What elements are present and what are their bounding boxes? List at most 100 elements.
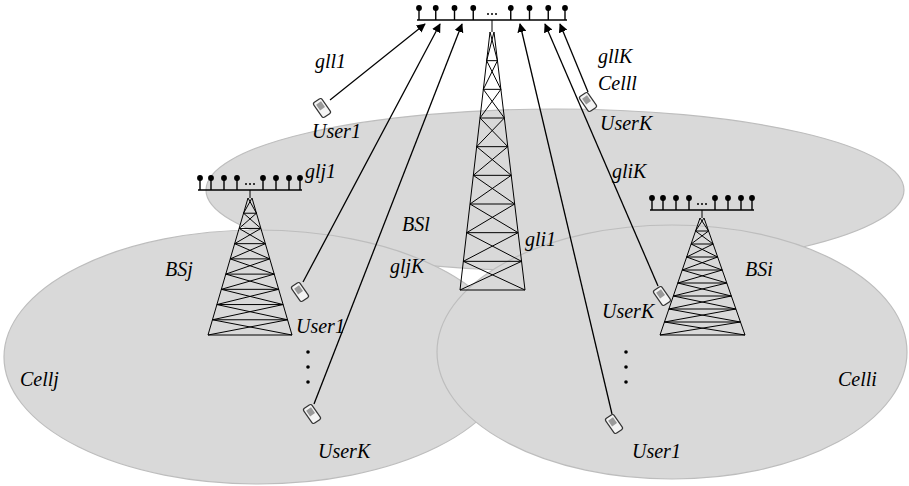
diagram-label: BSj xyxy=(165,258,193,280)
phone-body xyxy=(653,286,672,306)
tower-brace xyxy=(226,259,270,274)
antenna-array xyxy=(650,196,754,210)
user-phone xyxy=(291,282,310,302)
tower-brace xyxy=(244,213,261,228)
diagram-label: UserK xyxy=(602,300,654,322)
tower-leg xyxy=(208,198,248,335)
tower-brace xyxy=(687,257,718,258)
tower-brace xyxy=(467,233,522,262)
diagram-label: BSi xyxy=(745,258,773,280)
tower-brace xyxy=(678,283,732,296)
tower-brace xyxy=(244,213,257,214)
tower-brace xyxy=(212,320,292,335)
antenna-element xyxy=(434,6,438,10)
diagram-label: gll1 xyxy=(315,50,346,72)
antenna-element xyxy=(687,196,691,200)
tower-brace xyxy=(691,244,718,257)
cell-ellipse xyxy=(4,230,512,484)
diagram-label: gli1 xyxy=(525,228,556,250)
phone-body xyxy=(313,98,332,118)
tower-brace xyxy=(467,232,518,233)
antenna-array xyxy=(417,6,567,20)
tower-brace xyxy=(226,274,274,275)
tower-brace xyxy=(230,259,274,274)
tower-brace xyxy=(687,244,713,257)
antenna-element xyxy=(235,176,239,180)
tower-brace xyxy=(477,118,505,147)
tower-brace xyxy=(473,147,507,176)
ellipsis-dot xyxy=(624,380,628,384)
tower-brace xyxy=(235,243,266,244)
antenna-element xyxy=(509,6,513,10)
tower-brace xyxy=(239,228,261,229)
diagram-label: User1 xyxy=(632,440,681,462)
tower-leg xyxy=(660,218,700,335)
diagram-label: BSi xyxy=(745,258,773,280)
tower-brace xyxy=(660,322,740,335)
tower-brace xyxy=(487,61,501,90)
tower-brace xyxy=(480,118,508,147)
tower-leg xyxy=(494,32,525,290)
tower-brace xyxy=(483,61,497,90)
tower-brace xyxy=(212,319,287,320)
tower-brace xyxy=(470,204,515,205)
tower-brace xyxy=(221,274,274,289)
tower-brace xyxy=(221,289,283,304)
tower-brace xyxy=(696,218,704,231)
diagram-label: User1 xyxy=(312,120,361,142)
cell-ellipse xyxy=(3,229,513,485)
diagram-label: BSl xyxy=(402,213,430,235)
antenna-element xyxy=(546,6,550,10)
tower-brace xyxy=(221,289,278,290)
diagram-label: UserK xyxy=(600,112,652,134)
cell-region: Cellj xyxy=(3,229,513,485)
ellipsis-dot xyxy=(495,13,497,15)
cell-name: Celll xyxy=(598,72,637,94)
tower-brace xyxy=(682,257,717,270)
tower-leg xyxy=(460,32,490,290)
antenna-array xyxy=(198,176,302,190)
phone-screen xyxy=(306,407,315,416)
channel-arrow xyxy=(314,24,462,404)
tower-brace xyxy=(687,257,723,270)
tower-brace xyxy=(691,244,713,245)
antenna-element xyxy=(674,196,678,200)
diagram-label: glj1 xyxy=(305,160,336,182)
diagram-label: UserK xyxy=(318,440,370,462)
tower-brace xyxy=(217,289,279,304)
tower-brace xyxy=(473,175,514,204)
base-station-tower xyxy=(460,20,525,290)
user-phone xyxy=(605,414,624,434)
diagram-label: gliK xyxy=(612,160,646,182)
tower-brace xyxy=(226,274,279,289)
antenna-element xyxy=(261,176,265,180)
cell-name: Celli xyxy=(838,368,877,390)
diagram-label: User1 xyxy=(296,315,345,337)
tower-brace xyxy=(664,322,745,335)
tower-brace xyxy=(673,296,736,309)
user-phone xyxy=(653,286,672,306)
ellipsis-dot xyxy=(306,380,310,384)
diagram-label: gllK xyxy=(598,45,632,67)
tower-brace xyxy=(235,228,261,243)
diagram-label: gljK xyxy=(390,255,424,277)
channel-arrow xyxy=(560,24,588,92)
tower-brace xyxy=(248,198,256,213)
tower-brace xyxy=(235,244,270,259)
phone-screen xyxy=(582,95,591,104)
diagram-label: gliK xyxy=(612,160,646,182)
tower-brace xyxy=(480,89,501,118)
tower-brace xyxy=(678,283,727,284)
diagram-label: UserK xyxy=(602,300,654,322)
tower-brace xyxy=(673,283,726,296)
tower-brace xyxy=(660,335,745,336)
tower-brace xyxy=(217,304,283,305)
antenna-element xyxy=(726,196,730,200)
antenna-element xyxy=(527,6,531,10)
ellipsis-dot xyxy=(249,183,251,185)
tower-brace xyxy=(460,261,522,290)
antenna-element xyxy=(452,6,456,10)
tower-brace xyxy=(460,290,525,291)
array-bar xyxy=(417,19,567,20)
